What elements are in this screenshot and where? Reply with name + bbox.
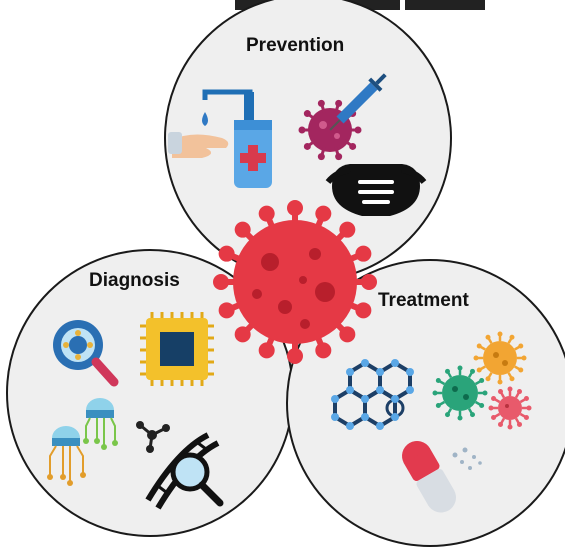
bacteria-cluster-icon — [432, 331, 532, 430]
prevention-label: Prevention — [246, 35, 344, 56]
central-virus-icon — [213, 200, 377, 364]
capsule-icon — [402, 440, 482, 513]
molecule-icon — [136, 421, 170, 453]
graphene-molecule-icon — [331, 359, 414, 430]
dna-magnifier-icon — [145, 432, 224, 510]
hand-sanitizer-icon — [168, 89, 272, 188]
treatment-circle — [286, 259, 565, 547]
face-mask-icon — [325, 164, 427, 216]
magnifier-virus-icon — [53, 320, 119, 387]
treatment-label: Treatment — [378, 290, 469, 311]
microchip-icon — [140, 312, 214, 386]
vaccine-syringe-icon — [298, 73, 387, 161]
nanobot-icon — [47, 398, 118, 486]
diagnosis-label: Diagnosis — [89, 270, 180, 291]
